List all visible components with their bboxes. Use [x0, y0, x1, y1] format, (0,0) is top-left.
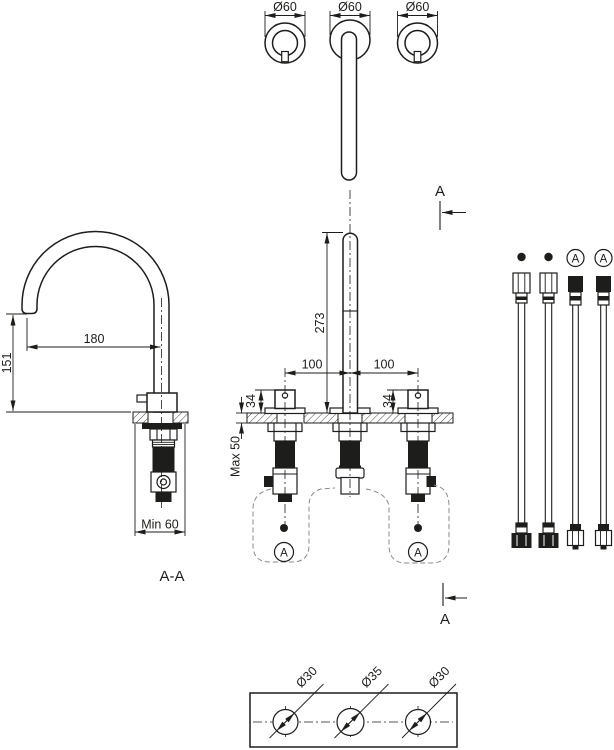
locknut: [149, 428, 178, 441]
left-hose-loop: [252, 487, 336, 563]
dim-dia60-center: Ø60: [338, 0, 362, 14]
left-connection-dot: [280, 524, 288, 532]
threaded-shank: [151, 439, 176, 448]
deck-seg-1: [246, 412, 278, 424]
dim-deck-max-50: Max 50: [229, 436, 243, 477]
supply-hose-2: [538, 272, 559, 548]
dim-handle-left-34: 34: [244, 394, 258, 408]
hose4-callout-label: A: [600, 253, 608, 265]
deck-seg-4: [431, 412, 454, 424]
dim-min-60: Min 60: [141, 518, 179, 532]
left-callout-label: A: [280, 548, 288, 560]
hose2-dot: [544, 252, 553, 262]
dim-hole-center: Ø35: [358, 664, 385, 691]
hose1-dot: [517, 252, 526, 262]
dim-spout-273: 273: [313, 313, 327, 334]
section-label-top: A: [435, 183, 445, 200]
mounting-plate: [249, 692, 458, 748]
left-callout-circle: [273, 541, 295, 563]
hose3-callout-label: A: [572, 253, 580, 265]
hose3-callout-circle: [566, 248, 585, 268]
top-view: Ø60 Ø60 Ø60: [264, 0, 439, 181]
spout-top-outline: [340, 31, 358, 181]
valve-body-upper: [152, 447, 175, 472]
section-label-bottom: A: [440, 611, 450, 628]
spout-base: [146, 392, 178, 413]
dim-dia60-left: Ø60: [273, 0, 297, 14]
front-view: A A 273 100 100 34 34 Max 50: [229, 190, 454, 564]
washer: [142, 423, 182, 429]
dim-spacing-right: 100: [374, 358, 395, 372]
dim-handle-right-34: 34: [381, 394, 395, 408]
right-valve: [400, 422, 436, 502]
left-valve-port: [264, 476, 274, 487]
valve-tip: [155, 492, 172, 502]
right-callout-circle: [407, 541, 429, 563]
dim-spacing-left: 100: [302, 358, 323, 372]
left-handle-lever: [281, 50, 289, 63]
dim-hole-left: Ø30: [293, 664, 320, 691]
valve-detail-inner: [159, 478, 168, 486]
deck-seg-2: [303, 412, 339, 424]
right-connection-dot: [414, 524, 422, 532]
deck-seg-3: [361, 412, 406, 424]
spout-front: [342, 232, 359, 414]
side-view: 151 180 Min 60 A-A: [0, 230, 189, 585]
dim-dia60-right: Ø60: [406, 0, 430, 14]
dim-height-151: 151: [0, 353, 14, 374]
right-handle-lever: [413, 50, 422, 63]
dim-hole-right: Ø30: [426, 664, 453, 691]
section-markers: A A: [435, 183, 467, 628]
right-hose-loop: [365, 484, 450, 564]
section-view-label: A-A: [159, 568, 184, 585]
bottom-view: Ø30 Ø35 Ø30: [249, 664, 458, 748]
connector-hose-4: [594, 276, 613, 550]
deck-section-right: [172, 411, 189, 424]
dim-reach-180: 180: [84, 332, 105, 346]
hoses: A A: [511, 248, 613, 550]
right-valve-port: [426, 476, 436, 487]
connector-hose-3: [566, 276, 585, 550]
deck-section-left: [132, 411, 149, 424]
right-callout-label: A: [414, 548, 422, 560]
gooseneck-spout: [21, 230, 170, 413]
left-valve: [264, 422, 303, 502]
hose4-callout-circle: [594, 248, 613, 268]
supply-hose-1: [511, 272, 532, 548]
